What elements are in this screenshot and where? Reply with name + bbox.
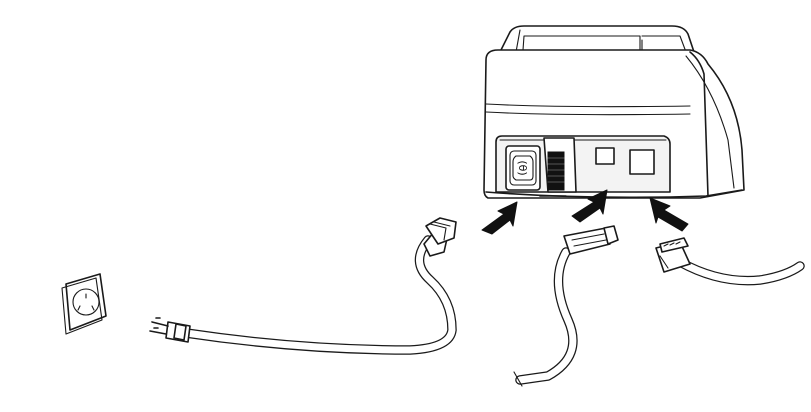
usb-cable — [513, 225, 619, 387]
usb-port — [595, 147, 615, 165]
svg-text:(θ): (θ) — [516, 160, 529, 175]
wall-outlet — [61, 273, 107, 335]
power-socket-port: (θ) — [505, 145, 541, 191]
arrow-to-power-port — [481, 201, 518, 235]
ethernet-cable — [655, 237, 805, 286]
power-cord — [149, 217, 457, 355]
ethernet-port — [629, 149, 655, 175]
arrow-to-ethernet-port — [649, 197, 689, 232]
arrow-to-usb-port — [571, 189, 608, 223]
power-switch — [539, 137, 577, 197]
